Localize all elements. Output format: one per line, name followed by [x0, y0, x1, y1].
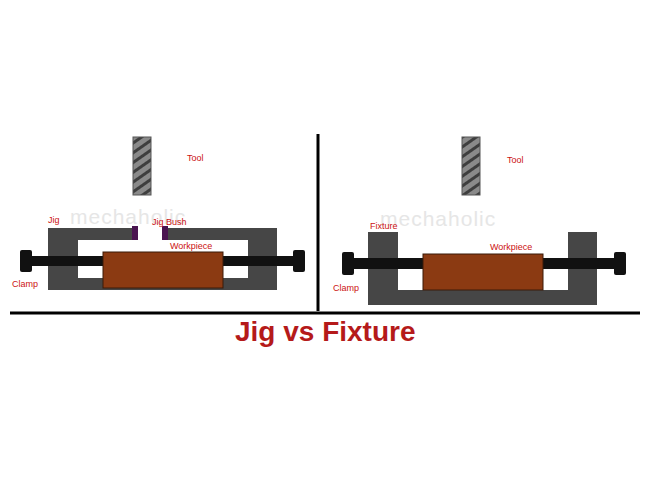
part-label: Tool: [507, 156, 524, 165]
milling-tool: [462, 137, 480, 195]
part-label: Jig Bush: [152, 218, 187, 227]
part-label: Jig: [48, 216, 60, 225]
part-label: Workpiece: [170, 242, 212, 251]
workpiece: [423, 254, 543, 290]
part-label: Workpiece: [490, 243, 532, 252]
part-label: Fixture: [370, 222, 398, 231]
jig-bush: [132, 226, 168, 240]
diagram-title: Jig vs Fixture: [235, 318, 416, 346]
part-label: Tool: [187, 154, 204, 163]
part-label: Clamp: [12, 280, 38, 289]
workpiece: [103, 252, 223, 288]
drill-tool: [133, 137, 151, 195]
panel-divider: [317, 134, 320, 311]
part-label: Clamp: [333, 284, 359, 293]
ground-line: [10, 312, 640, 315]
